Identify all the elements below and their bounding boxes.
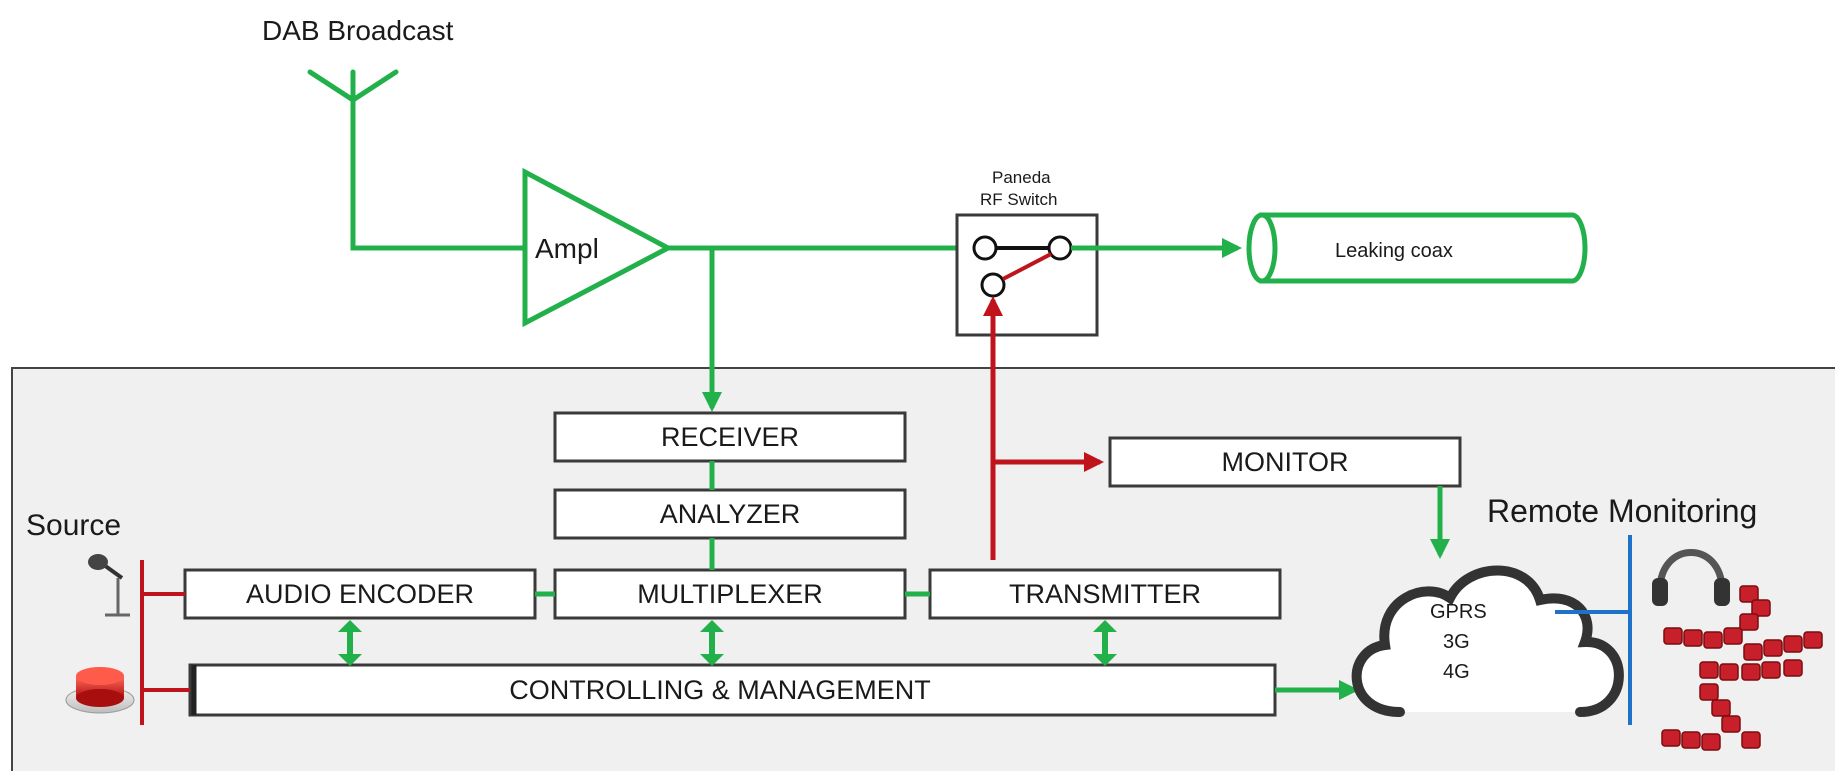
monitor-label: MONITOR bbox=[1222, 447, 1349, 477]
source-wires bbox=[140, 560, 190, 725]
receiver-label: RECEIVER bbox=[661, 422, 799, 452]
transmitter-label: TRANSMITTER bbox=[1009, 579, 1201, 609]
controlling-label: CONTROLLING & MANAGEMENT bbox=[509, 675, 931, 705]
multiplexer-label: MULTIPLEXER bbox=[637, 579, 823, 609]
monitor-block: MONITOR bbox=[1108, 436, 1462, 488]
microphone-icon bbox=[88, 554, 130, 617]
source-label: Source bbox=[26, 509, 121, 542]
coax-label: Leaking coax bbox=[1335, 240, 1453, 262]
rf-switch-icon bbox=[955, 213, 1099, 337]
bidirectional-arrows bbox=[338, 620, 1117, 666]
antenna-icon bbox=[307, 69, 528, 251]
rf-switch-label-line2: RF Switch bbox=[980, 190, 1057, 209]
amplifier-icon bbox=[522, 167, 674, 328]
cloud-icon bbox=[1351, 565, 1624, 717]
multiplexer-block: MULTIPLEXER bbox=[553, 568, 907, 620]
audio-encoder-block: AUDIO ENCODER bbox=[183, 568, 537, 620]
analyzer-block: ANALYZER bbox=[553, 488, 907, 540]
amplifier-label: Ampl bbox=[535, 233, 599, 264]
cloud-line2: 3G bbox=[1443, 631, 1470, 653]
red-button-icon bbox=[65, 667, 135, 714]
controlling-block: CONTROLLING & MANAGEMENT bbox=[188, 663, 1277, 717]
coax-cable-icon bbox=[1246, 212, 1588, 284]
receiver-block: RECEIVER bbox=[553, 411, 907, 463]
analyzer-label: ANALYZER bbox=[660, 499, 801, 529]
block-connectors bbox=[535, 461, 1450, 700]
audio-encoder-label: AUDIO ENCODER bbox=[246, 579, 474, 609]
rf-switch-label-line1: Paneda bbox=[992, 168, 1051, 187]
antenna-label: DAB Broadcast bbox=[262, 15, 454, 46]
keyboard-keys-icon bbox=[1661, 585, 1823, 751]
remote-link bbox=[1555, 535, 1632, 725]
headphones-icon bbox=[1652, 549, 1730, 606]
transmitter-block: TRANSMITTER bbox=[928, 568, 1282, 620]
cloud-line3: 4G bbox=[1443, 661, 1470, 683]
tx-signal-path bbox=[983, 296, 1104, 560]
remote-label: Remote Monitoring bbox=[1487, 493, 1757, 529]
cloud-line1: GPRS bbox=[1430, 601, 1487, 623]
